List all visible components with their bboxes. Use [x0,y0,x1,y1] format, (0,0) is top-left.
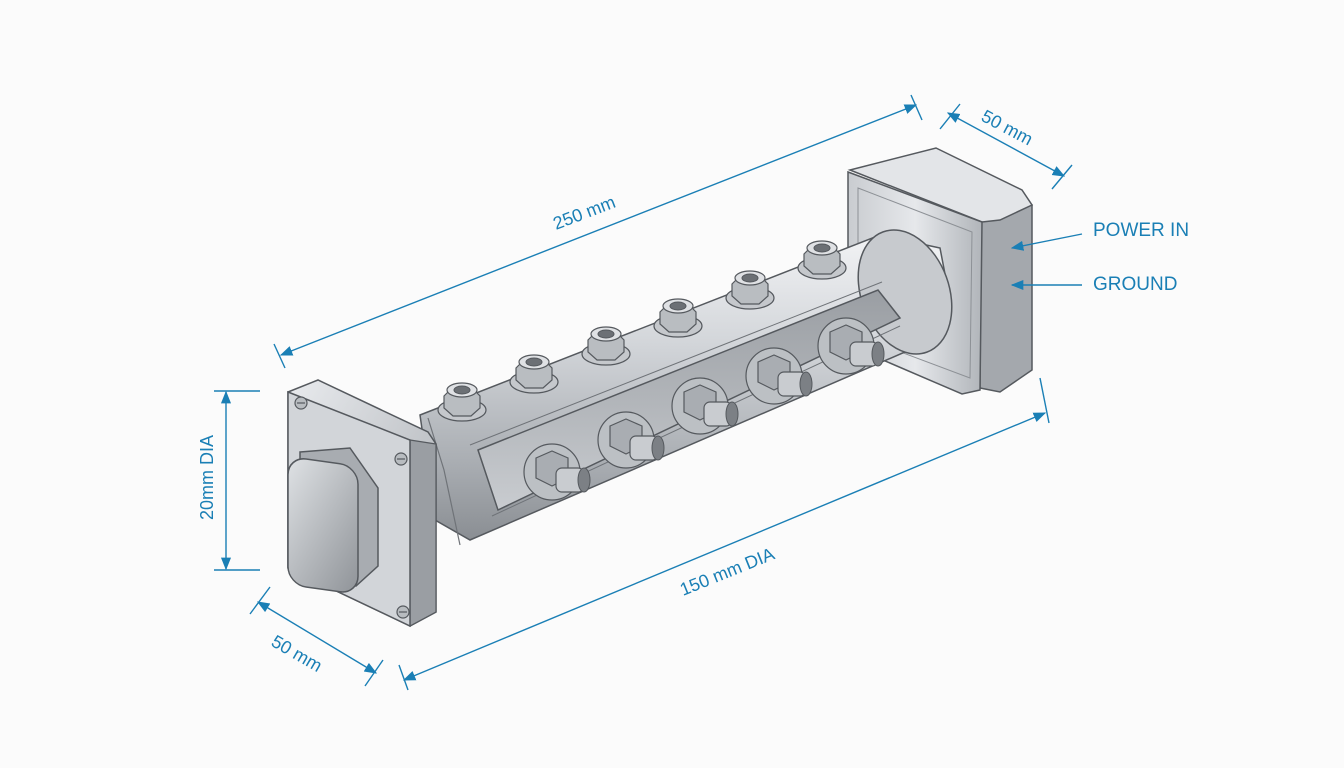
dimension-50mm-bottom [249,586,384,687]
callout-label-ground: GROUND [1093,274,1177,295]
dimension-label-150mm-dia: 150 mm DIA [677,544,777,600]
top-fitting [581,326,631,366]
dimension-label-50mm-top: 50 mm [978,106,1036,149]
top-fitting [653,298,703,338]
callout-ground: GROUND [1010,274,1177,295]
top-fitting [437,382,487,422]
dimension-50mm-top [939,103,1073,190]
callout-power-in: POWER IN [1010,220,1189,251]
top-fitting [509,354,559,394]
screw-head-icon [394,452,408,466]
screw-head-icon [294,396,308,410]
dimension-label-250mm: 250 mm [550,192,618,234]
top-fitting [797,240,847,280]
dimension-20mm-dia [214,390,260,571]
dimension-label-20mm-dia: 20mm DIA [197,435,217,520]
dimension-250mm [273,94,923,369]
end-cap [287,447,379,593]
screw-head-icon [396,605,410,619]
dimension-150mm-dia [398,377,1050,691]
callout-label-power-in: POWER IN [1093,220,1189,241]
side-fitting [745,347,813,405]
top-fitting [725,270,775,310]
